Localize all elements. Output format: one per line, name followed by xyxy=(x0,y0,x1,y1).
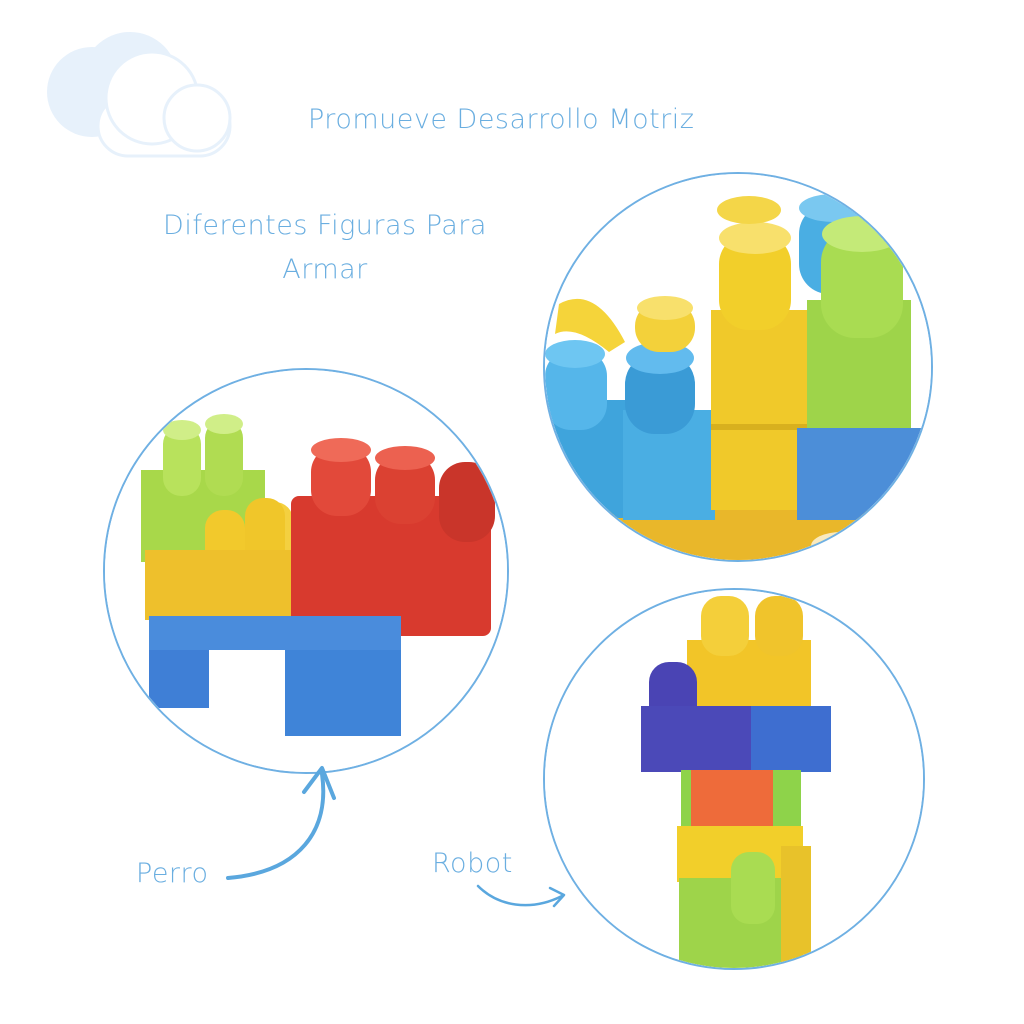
robot-label: Robot xyxy=(432,848,513,879)
robot-figure-photo xyxy=(543,588,925,970)
dog-figure-photo xyxy=(103,368,509,774)
cloud-icon xyxy=(47,32,232,158)
robot-figure-image xyxy=(545,590,923,968)
blocks-closeup-image xyxy=(545,174,931,560)
dog-figure-image xyxy=(105,370,507,772)
page-subtitle: Diferentes Figuras Para Armar xyxy=(163,210,487,285)
page-title: Promueve Desarrollo Motriz xyxy=(308,104,695,135)
blocks-closeup-photo xyxy=(543,172,933,562)
dog-label: Perro xyxy=(136,858,209,889)
